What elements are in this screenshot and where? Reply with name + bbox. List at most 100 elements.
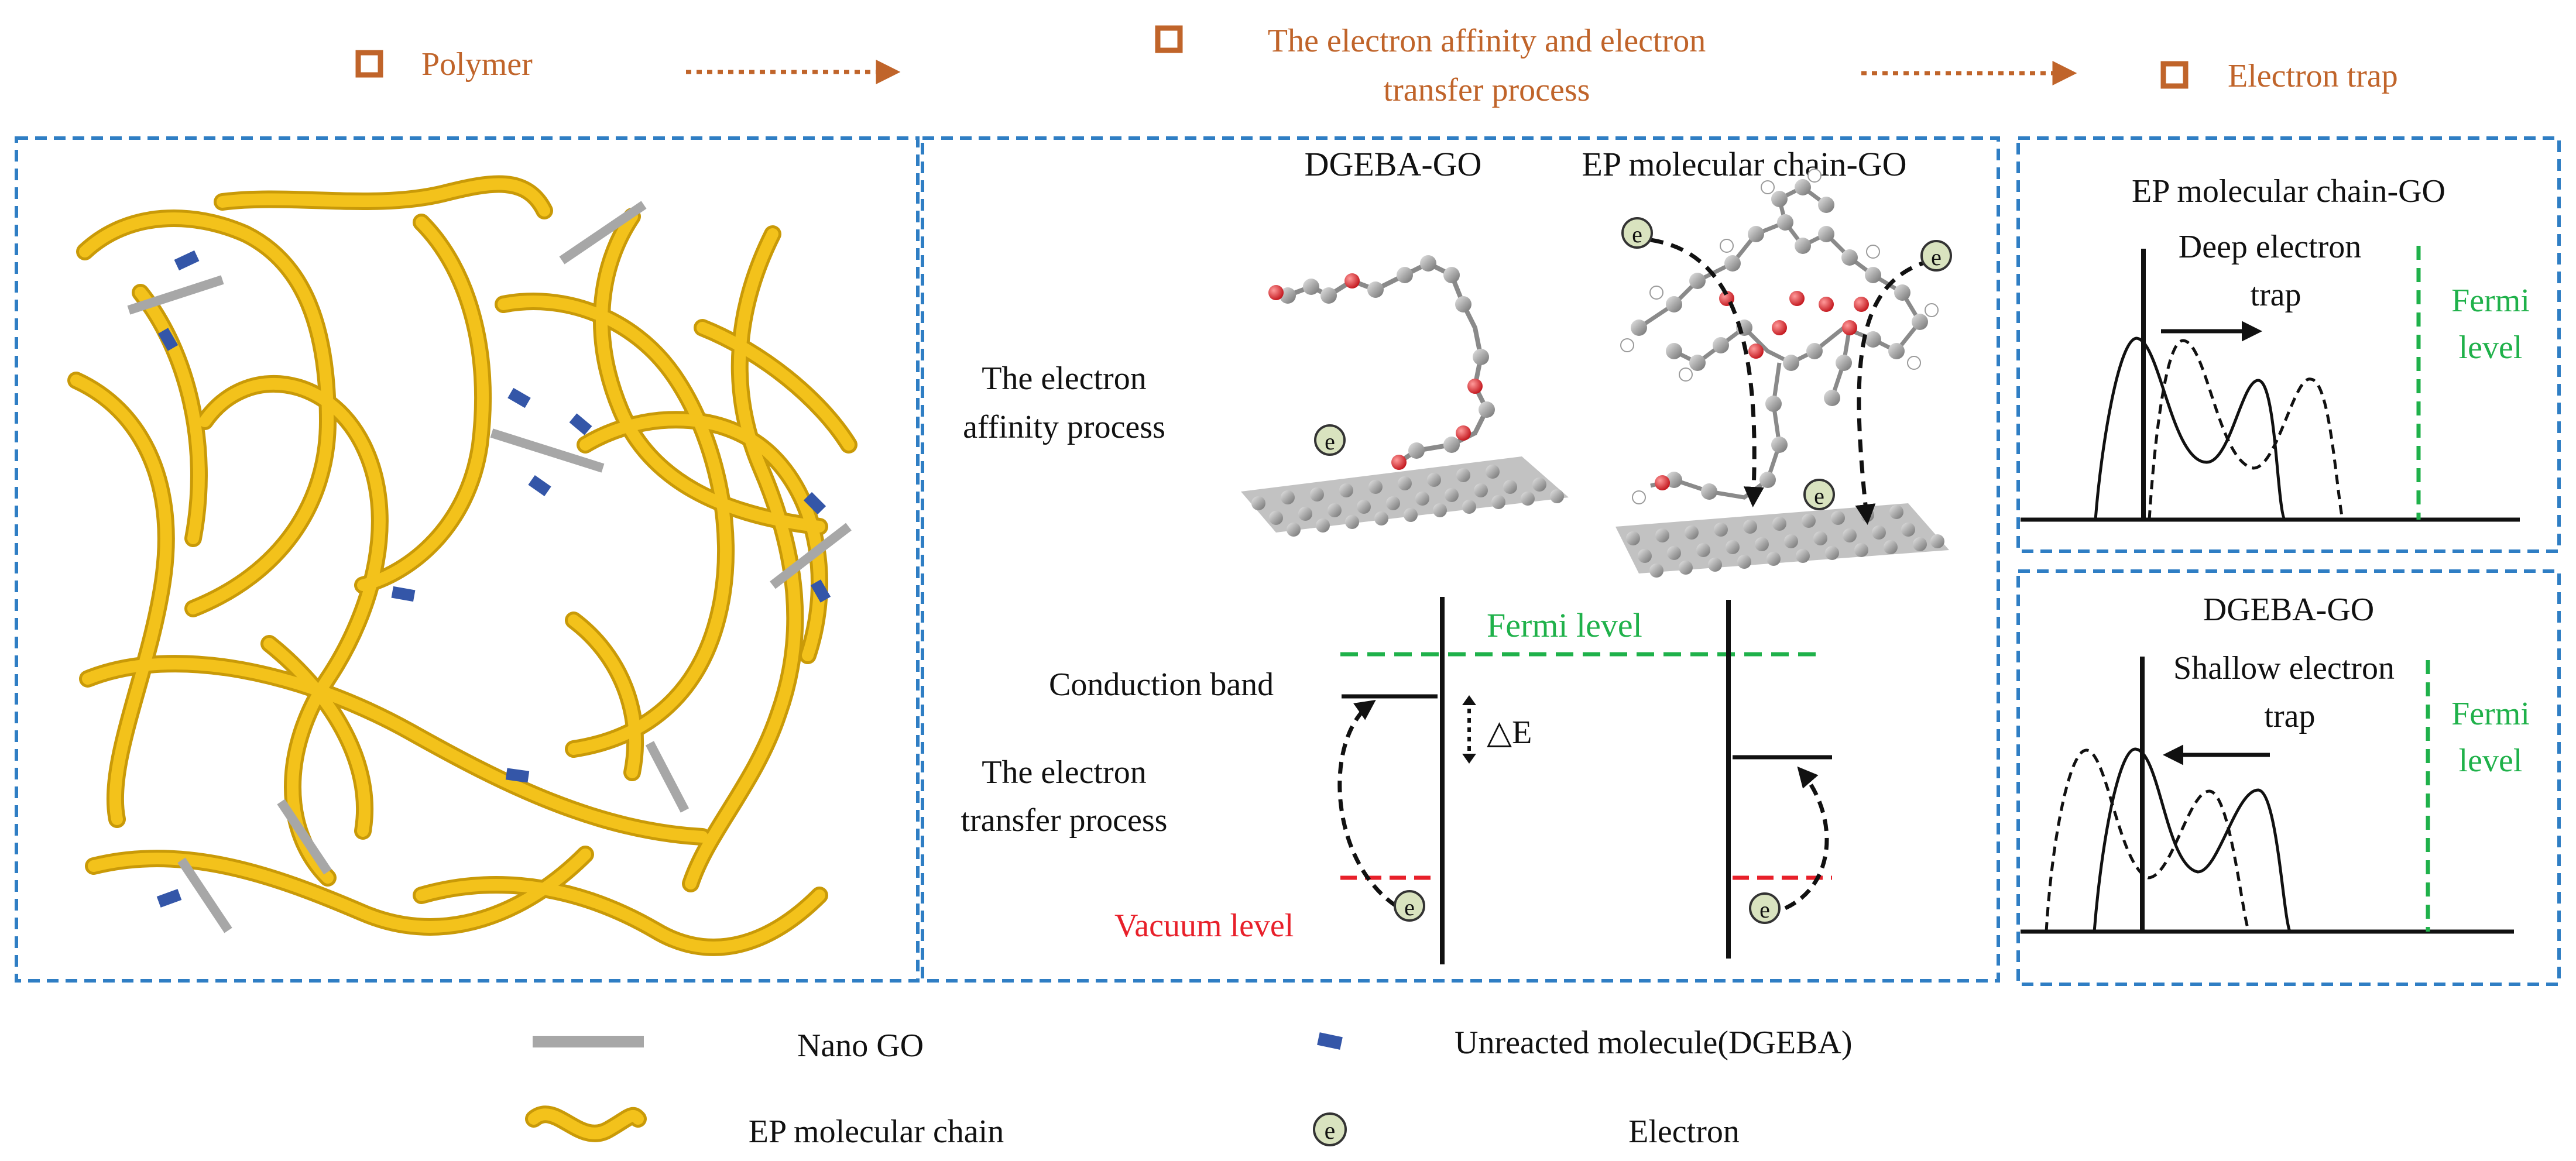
electron-icon: e (1621, 217, 1653, 249)
shallow-trap-fermi-label-line2: level (2459, 743, 2523, 779)
affinity-process-label-line1: The electron (982, 360, 1146, 397)
electrons: e e e e e e (1314, 217, 1952, 924)
ep-chain-16 (568, 614, 642, 778)
unreacted-molecule (803, 492, 826, 515)
unreacted-molecule (391, 586, 416, 602)
electron-icon: e (1394, 890, 1425, 922)
transfer-process-label-line2: transfer process (961, 802, 1168, 839)
svg-text:e: e (1325, 1118, 1336, 1145)
svg-text:e: e (1759, 896, 1770, 923)
ep-go-title: EP molecular chain-GO (1582, 145, 1906, 183)
deep-trap-fermi-label-line2: level (2459, 329, 2523, 366)
affinity-bullet-icon (1155, 25, 1183, 53)
shallow-trap-label-line2: trap (2264, 698, 2315, 734)
transfer-arrow-right (1784, 766, 1829, 911)
header: Polymer The electron affinity and electr… (355, 23, 2398, 108)
ep-chain-4 (82, 658, 708, 843)
go-sheet-right (1615, 503, 1949, 578)
unreacted-molecules (156, 250, 831, 908)
svg-text:e: e (1632, 221, 1642, 248)
unreacted-molecule (810, 579, 831, 603)
electron-icon: e (1803, 479, 1835, 510)
unreacted-molecule (528, 475, 551, 496)
polymer-bullet-icon (355, 50, 383, 78)
trap-bullet-icon (2160, 61, 2189, 89)
header-step-affinity-line2: transfer process (1384, 72, 1590, 108)
deep-trap-dashed-curve (2148, 339, 2344, 520)
svg-text:e: e (1404, 894, 1415, 920)
trap-bottom-panel-frame (2016, 569, 2561, 986)
ep-chain-9 (596, 211, 825, 533)
ep-go-model (1615, 169, 1949, 578)
legend-ep-chain-label: EP molecular chain (749, 1114, 1004, 1150)
go-sheet-left (1241, 456, 1569, 537)
polymer-network (67, 175, 857, 956)
legend: Nano GO Unreacted molecule(DGEBA) EP mol… (525, 1025, 1853, 1150)
polymer-panel-frame (15, 136, 920, 983)
legend-electron-label: Electron (1628, 1114, 1740, 1150)
delta-e-indicator (1462, 695, 1476, 764)
nano-go-sheet (490, 428, 605, 473)
svg-text:e: e (1325, 428, 1335, 455)
unreacted-molecule (505, 768, 530, 783)
ep-chain-1 (79, 212, 334, 614)
affinity-arrow-left (1650, 238, 1764, 507)
shallow-trap-solid-curve (2093, 747, 2292, 932)
header-step-polymer: Polymer (421, 46, 533, 83)
unreacted-molecule (507, 387, 531, 408)
electron-icon: e (1314, 424, 1346, 456)
trap-top-panel-frame (2016, 136, 2561, 553)
fermi-level-label: Fermi level (1487, 606, 1642, 644)
nano-go-sheet (277, 799, 332, 875)
deep-trap-solid-curve (2094, 336, 2287, 521)
unreacted-molecule (156, 889, 182, 908)
ep-chain-5 (88, 849, 591, 933)
legend-ep-chain-swatch-fill (528, 1108, 644, 1139)
ep-chain-6 (199, 378, 386, 884)
ep-chain-15 (263, 638, 371, 837)
unreacted-molecule (157, 328, 179, 351)
legend-nano-go-label: Nano GO (797, 1028, 924, 1064)
shallow-trap-label-line1: Shallow electron (2173, 650, 2395, 686)
header-step-trap: Electron trap (2228, 58, 2398, 94)
transfer-process-label-line1: The electron (982, 754, 1146, 791)
ep-chain-3 (70, 375, 172, 825)
electron-icon: e (1749, 892, 1781, 924)
legend-unreacted-label: Unreacted molecule(DGEBA) (1455, 1025, 1853, 1061)
delta-e-label: △E (1487, 715, 1532, 751)
shallow-trap-dashed-curve (2045, 748, 2251, 932)
ep-chain-11 (416, 879, 825, 953)
deep-trap-label-line1: Deep electron (2179, 229, 2361, 265)
nano-go-sheet (645, 741, 690, 813)
svg-text:e: e (1931, 244, 1942, 270)
ep-chain-2 (217, 178, 550, 217)
nano-go-sheets (127, 201, 852, 933)
process-panel: DGEBA-GO EP molecular chain-GO The elect… (961, 145, 1949, 964)
nano-go-sheet (127, 275, 224, 315)
header-step-affinity-line1: The electron affinity and electron (1268, 23, 1706, 59)
panel-frames (15, 136, 2561, 986)
vacuum-level-label: Vacuum level (1114, 908, 1294, 944)
unreacted-molecule (174, 250, 200, 271)
electron-icon: e (1920, 240, 1952, 272)
svg-text:e: e (1814, 483, 1824, 509)
affinity-arrow-right (1855, 258, 1932, 525)
unreacted-molecule (569, 413, 592, 435)
nano-go-sheet (559, 201, 647, 265)
deep-trap-label-line2: trap (2250, 277, 2301, 313)
ep-chain-14 (135, 287, 205, 544)
shallow-trap-panel: DGEBA-GO Shallow electron trap Fermi lev… (2021, 592, 2530, 934)
process-panel-frame (921, 136, 2000, 983)
legend-unreacted-swatch (1317, 1032, 1343, 1050)
nano-go-sheet (177, 857, 232, 933)
ep-chain-13 (697, 322, 855, 451)
affinity-arrows (1650, 238, 1932, 525)
ep-chains (67, 175, 857, 956)
nano-go-sheet (770, 523, 852, 589)
dgeba-go-model (1241, 255, 1569, 537)
affinity-process-label-line2: affinity process (963, 409, 1165, 445)
band-diagram: Fermi level Conduction band △E The elect… (961, 597, 1832, 964)
shallow-trap-title: DGEBA-GO (2203, 592, 2374, 628)
conduction-band-label: Conduction band (1049, 667, 1274, 703)
